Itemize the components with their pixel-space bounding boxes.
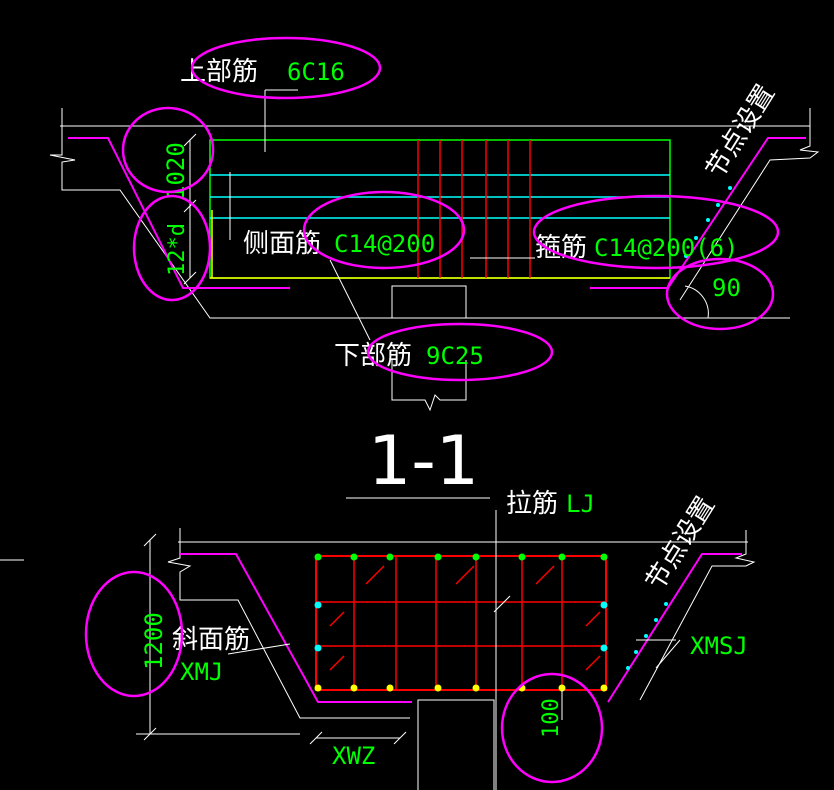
bottom-dimensions [0, 510, 681, 790]
top-node-dots [684, 186, 732, 258]
bottom-cage [315, 555, 607, 691]
bottom-outline-right [639, 530, 756, 701]
bottom-dim-height: 1200 [140, 612, 168, 670]
stirrup-label: 箍筋 [535, 233, 587, 263]
angle-arc [684, 285, 709, 319]
bottom-green-bars [314, 553, 608, 561]
section-title: 1-1 [368, 422, 479, 501]
top-slope-rebar-right [590, 137, 806, 289]
top-outline-left [49, 108, 790, 319]
angle-value: 90 [712, 274, 741, 302]
slope-label: 斜面筋 [172, 625, 250, 655]
bottom-column-stub [417, 699, 495, 790]
bottom-slope-rebar-left [180, 553, 412, 703]
top-column-stub [391, 285, 467, 318]
bottom-node-setting: 节点设置 [640, 492, 721, 596]
top-stirrups [417, 140, 531, 278]
top-slope-rebar-left [68, 137, 290, 289]
tie-value: LJ [566, 490, 595, 518]
bottom-cyan-bars [314, 601, 608, 652]
top-column-stub-lower [391, 360, 467, 412]
bottom-yellow-bars [314, 684, 608, 692]
bottom-bar-value: 9C25 [426, 342, 484, 370]
top-bar-value: 6C16 [287, 58, 345, 86]
top-outline-right [679, 108, 820, 301]
width-label: XWZ [332, 742, 375, 770]
bottom-slope-rebar-right [607, 553, 742, 703]
side-bar-value: C14@200 [334, 230, 435, 258]
slope-side-value: XMSJ [690, 632, 748, 660]
top-highlights [121, 36, 780, 382]
top-section: 上部筋 6C16 侧面筋 C14@200 箍筋 C14@200(6) 下部筋 9… [49, 36, 820, 412]
bottom-highlights [84, 570, 604, 784]
bottom-outline-left [167, 528, 410, 719]
top-dim-anchor: 12*d [165, 223, 190, 276]
bottom-cage-grid [316, 556, 606, 690]
tie-label: 拉筋 [506, 489, 558, 519]
stirrup-value: C14@200(6) [594, 234, 739, 262]
bottom-section: 拉筋 LJ 斜面筋 XMJ XMSJ XWZ 1200 100 节点设置 [0, 489, 756, 790]
bottom-node-dots [626, 602, 668, 670]
bottom-bar-label: 下部筋 [334, 341, 412, 371]
top-node-setting: 节点设置 [700, 80, 781, 184]
top-dimensions [183, 89, 535, 341]
bottom-dim-bottom: 100 [539, 698, 564, 738]
slope-value: XMJ [180, 658, 223, 686]
